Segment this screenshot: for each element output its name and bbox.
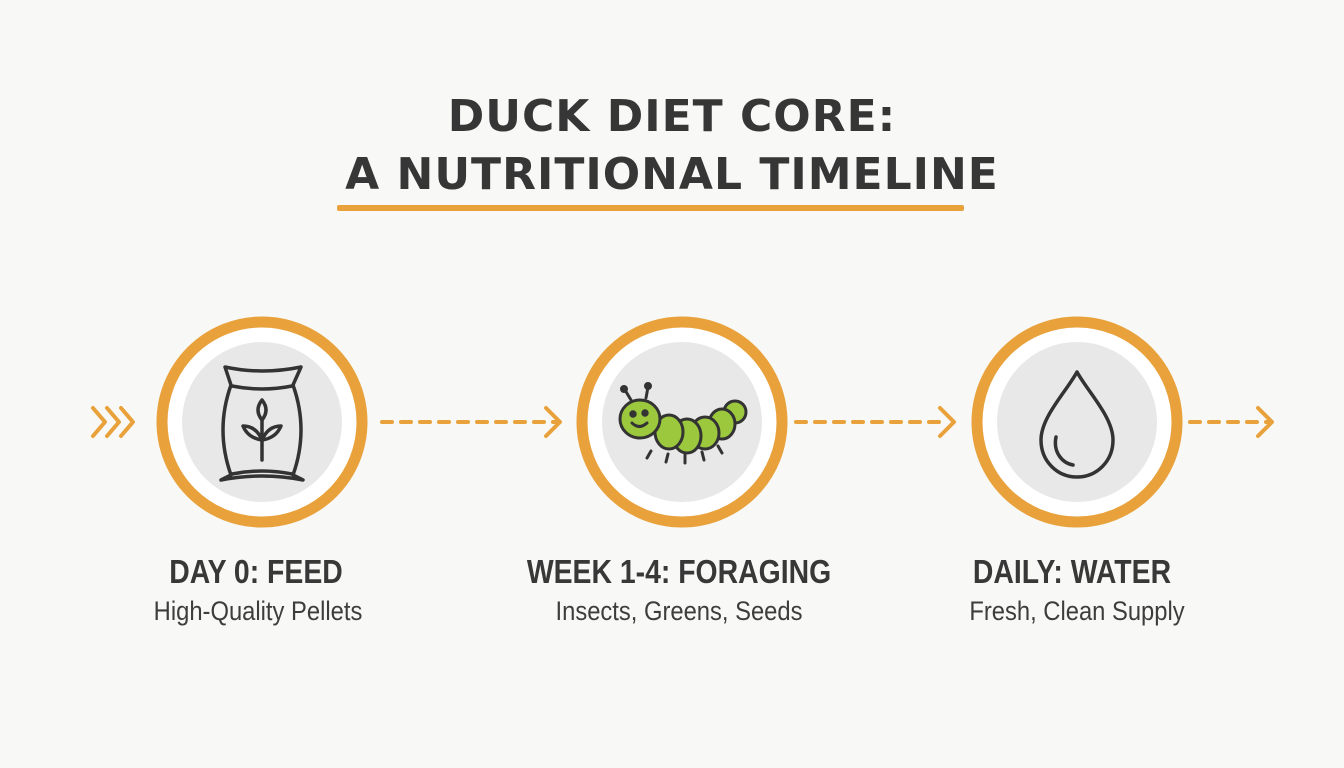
step-2-heading: WEEK 1-4: FORAGING — [526, 553, 832, 590]
connector-arrow-1 — [380, 406, 562, 438]
connector-arrow-2 — [794, 406, 956, 438]
step-3-node — [971, 316, 1183, 528]
water-drop-icon — [1039, 370, 1115, 479]
step-3-subtitle: Fresh, Clean Supply — [969, 596, 1185, 626]
step-2-subtitle: Insects, Greens, Seeds — [555, 596, 803, 626]
title-underline — [337, 205, 964, 211]
connector-arrow-3 — [1188, 406, 1274, 438]
title-line-2: A NUTRITIONAL TIMELINE — [345, 149, 999, 200]
step-1-subtitle: High-Quality Pellets — [153, 596, 363, 626]
caterpillar-icon — [618, 382, 748, 465]
step-3-heading: DAILY: WATER — [972, 553, 1172, 590]
step-1-heading: DAY 0: FEED — [169, 553, 343, 590]
feed-bag-icon — [219, 365, 305, 482]
title-line-1: DUCK DIET CORE: — [447, 91, 897, 142]
title-block: DUCK DIET CORE: A NUTRITIONAL TIMELINE — [0, 88, 1344, 204]
start-chevrons-icon — [91, 406, 135, 438]
